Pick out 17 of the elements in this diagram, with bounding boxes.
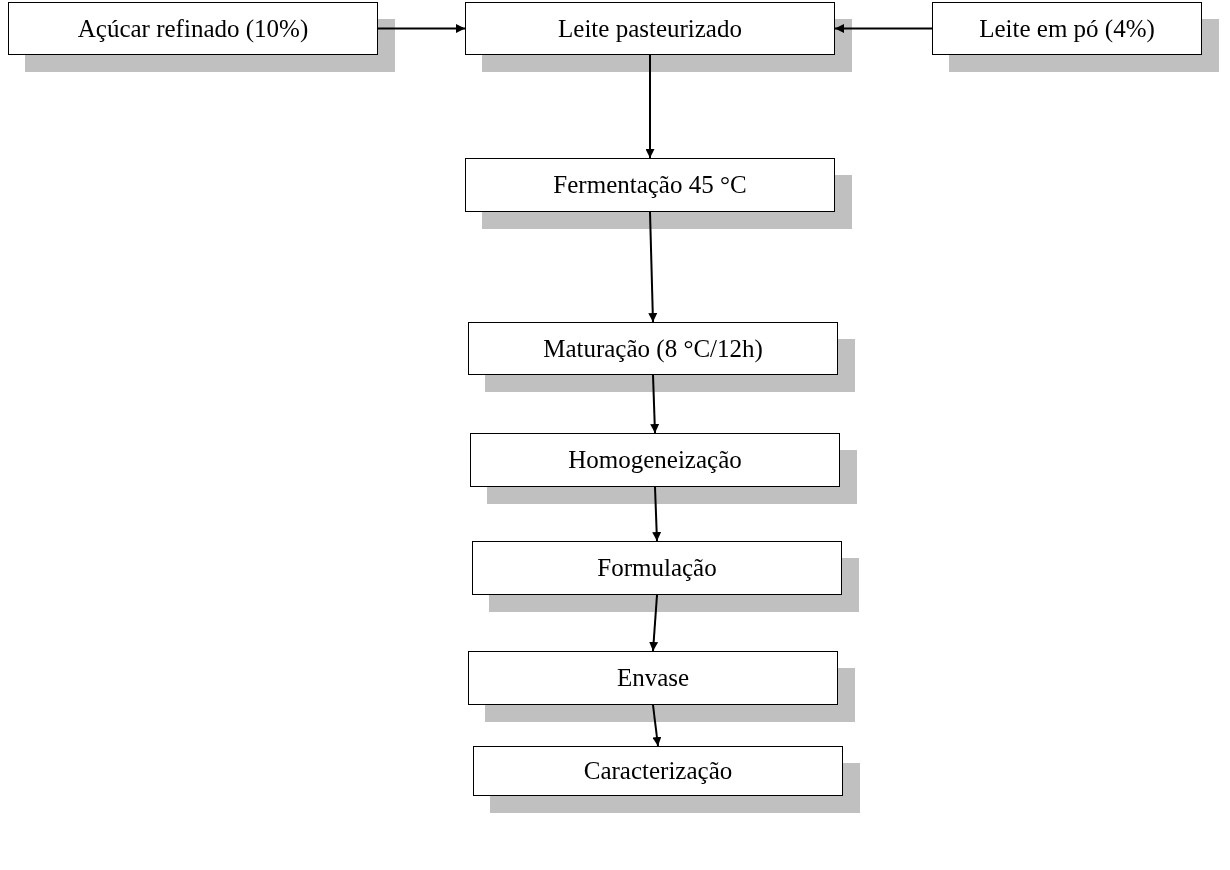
step-label: Leite em pó (4%) (979, 14, 1155, 43)
arrow (649, 594, 659, 652)
step-label: Formulação (597, 554, 717, 582)
step-label: Homogeneização (568, 446, 742, 474)
arrow (652, 704, 662, 747)
arrow (648, 211, 658, 323)
arrow (652, 486, 662, 542)
step-label: Maturação (8 °C/12h) (543, 334, 763, 363)
arrow (834, 24, 933, 33)
step-label: Açúcar refinado (10%) (77, 14, 309, 43)
step-label: Envase (616, 664, 690, 692)
step-label: Fermentação 45 °C (553, 171, 747, 199)
arrow (645, 54, 655, 159)
step-label: Caracterização (583, 757, 733, 785)
arrow (650, 374, 660, 434)
step-label: Leite pasteurizado (558, 14, 742, 43)
arrow (377, 24, 466, 33)
